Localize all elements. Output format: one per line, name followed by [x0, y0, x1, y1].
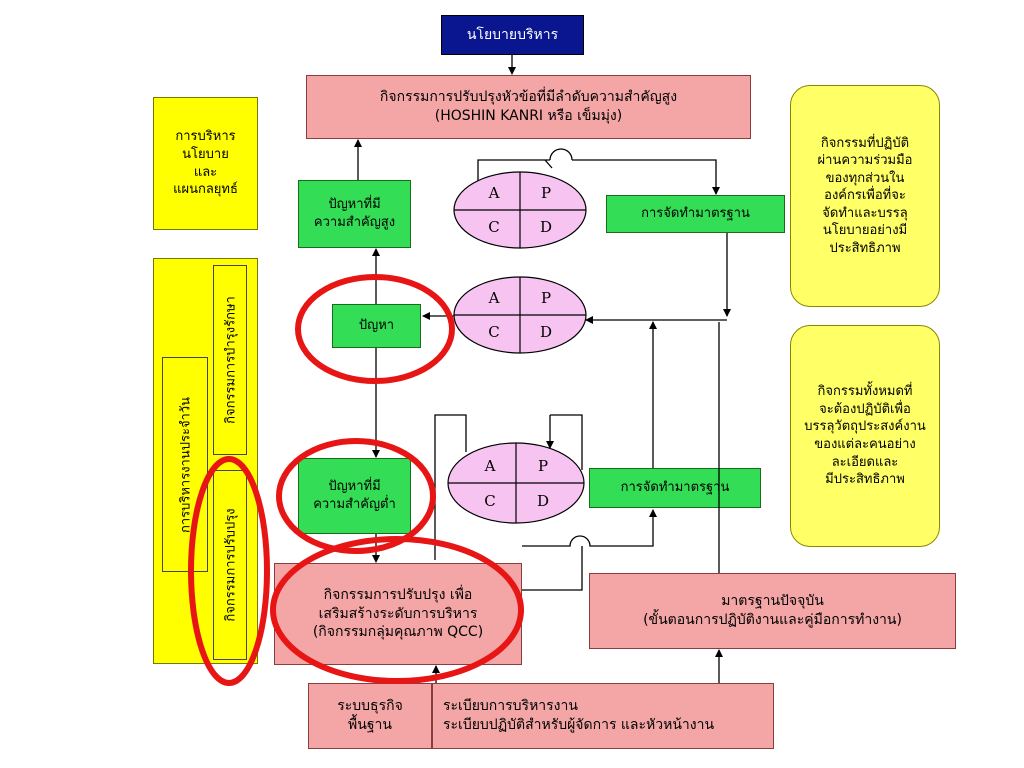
basic-business-system-box: ระบบธุรกิจ พื้นฐาน: [308, 683, 432, 749]
pdca-top-a: A: [488, 184, 500, 202]
policy-strategy-box: การบริหาร นโยบาย และ แผนกลยุทธ์: [153, 97, 258, 230]
highlight-low-priority: [276, 438, 436, 554]
pdca-cycle-bottom: A P C D: [447, 442, 585, 524]
hoshin-line1: กิจกรรมการปรับปรุงหัวข้อที่มีลำดับความสำ…: [379, 89, 678, 106]
low-priority-line2: ความสำคัญต่ำ: [313, 497, 396, 512]
highlight-problem: [295, 274, 455, 384]
pdca-mid-c: C: [488, 323, 499, 341]
low-priority-problem-box: ปัญหาที่มี ความสำคัญต่ำ: [298, 458, 411, 534]
problem-label: ปัญหา: [358, 318, 395, 334]
pdca-top-p: P: [541, 184, 551, 202]
note-daily-activities: กิจกรรมทั้งหมดที่ จะต้องปฏิบัติเพื่อ บรร…: [790, 325, 940, 547]
basic-system-line1: ระบบธุรกิจ: [337, 698, 403, 715]
hoshin-kanri-box: กิจกรรมการปรับปรุงหัวข้อที่มีลำดับความสำ…: [306, 75, 751, 139]
basic-system-line2: พื้นฐาน: [348, 717, 392, 733]
current-standard-line1: มาตรฐานปัจจุบัน: [721, 593, 824, 610]
regulations-line2: ระเบียบปฏิบัติสำหรับผู้จัดการ และหัวหน้า…: [443, 717, 715, 733]
high-priority-line2: ความสำคัญสูง: [313, 215, 396, 230]
pdca-cycle-top: A P C D: [453, 171, 587, 249]
highlight-improvement: [188, 456, 270, 686]
highlight-circles: [188, 274, 524, 686]
note-policy-activities: กิจกรรมที่ปฏิบัติ ผ่านความร่วมมือ ของทุก…: [790, 85, 940, 307]
pdca-mid-d: D: [540, 323, 552, 341]
current-standard-line2: (ขั้นตอนการปฏิบัติงานและคู่มือการทำงาน): [643, 612, 902, 628]
qcc-activity-box: กิจกรรมการปรับปรุง เพื่อ เสริมสร้างระดับ…: [274, 563, 522, 665]
maintenance-box: กิจกรรมการบำรุงรักษา: [213, 265, 247, 455]
note-bottom-line5: ละเอียดและ: [831, 454, 899, 470]
regulations-box: ระเบียบการบริหารงาน ระเบียบปฏิบัติสำหรับ…: [432, 683, 774, 749]
qcc-line2: เสริมสร้างระดับการบริหาร: [318, 605, 478, 622]
current-standard-box: มาตรฐานปัจจุบัน (ขั้นตอนการปฏิบัติงานและ…: [589, 573, 956, 649]
note-top-line5: จัดทำและบรรลุ: [822, 205, 908, 221]
standardization-top-label: การจัดทำมาตรฐาน: [641, 206, 750, 222]
standardization-box-mid: การจัดทำมาตรฐาน: [589, 468, 761, 508]
high-priority-line1: ปัญหาที่มี: [328, 197, 381, 213]
standardization-mid-label: การจัดทำมาตรฐาน: [620, 480, 730, 496]
note-top-line1: กิจกรรมที่ปฏิบัติ: [820, 135, 910, 151]
regulations-line1: ระเบียบการบริหารงาน: [443, 698, 578, 715]
policy-strategy-line4: แผนกลยุทธ์: [173, 182, 238, 198]
note-bottom-line1: กิจกรรมทั้งหมดที่: [817, 384, 913, 400]
standardization-box-top: การจัดทำมาตรฐาน: [606, 195, 785, 233]
policy-strategy-line3: และ: [193, 164, 218, 180]
qcc-line3: (กิจกรรมกลุ่มคุณภาพ QCC): [312, 624, 484, 641]
low-priority-line1: ปัญหาที่มี: [328, 479, 381, 495]
high-priority-problem-box: ปัญหาที่มี ความสำคัญสูง: [298, 180, 411, 248]
note-top-line3: ของทุกส่วนใน: [825, 170, 905, 186]
pdca-mid-p: P: [541, 289, 551, 307]
note-top-line7: ประสิทธิภาพ: [829, 240, 901, 256]
note-top-line4: องค์กรเพื่อที่จะ: [824, 188, 906, 204]
policy-box: นโยบายบริหาร: [441, 15, 584, 55]
pdca-bot-a: A: [484, 457, 496, 475]
pdca-cycle-middle: A P C D: [453, 276, 587, 354]
policy-strategy-line1: การบริหาร: [175, 129, 236, 145]
improvement-box: กิจกรรมการปรับปรุง: [213, 470, 247, 660]
note-bottom-line2: จะต้องปฏิบัติเพื่อ: [819, 401, 911, 417]
note-bottom-line3: บรรลุวัตถุประสงค์งาน: [804, 419, 926, 435]
hoshin-line2: (HOSHIN KANRI หรือ เข็มมุ่ง): [434, 108, 623, 124]
pdca-top-c: C: [488, 218, 499, 236]
policy-label: นโยบายบริหาร: [466, 26, 559, 43]
note-top-line2: ผ่านความร่วมมือ: [817, 153, 913, 169]
qcc-line1: กิจกรรมการปรับปรุง เพื่อ: [323, 586, 473, 603]
pdca-bot-d: D: [537, 492, 549, 510]
policy-strategy-line2: นโยบาย: [182, 146, 229, 162]
pdca-bot-c: C: [484, 492, 495, 510]
note-top-line6: นโยบายอย่างมี: [822, 223, 908, 239]
problem-box: ปัญหา: [332, 304, 421, 348]
highlight-qcc: [270, 536, 524, 684]
note-bottom-line6: มีประสิทธิภาพ: [825, 472, 905, 488]
pdca-top-d: D: [540, 218, 552, 236]
note-bottom-line4: ของแต่ละคนอย่าง: [814, 437, 916, 452]
daily-management-box: การบริหารงานประจำวัน: [162, 357, 208, 572]
connector-lines: [354, 55, 731, 683]
pdca-bot-p: P: [538, 457, 548, 475]
pdca-mid-a: A: [488, 289, 500, 307]
